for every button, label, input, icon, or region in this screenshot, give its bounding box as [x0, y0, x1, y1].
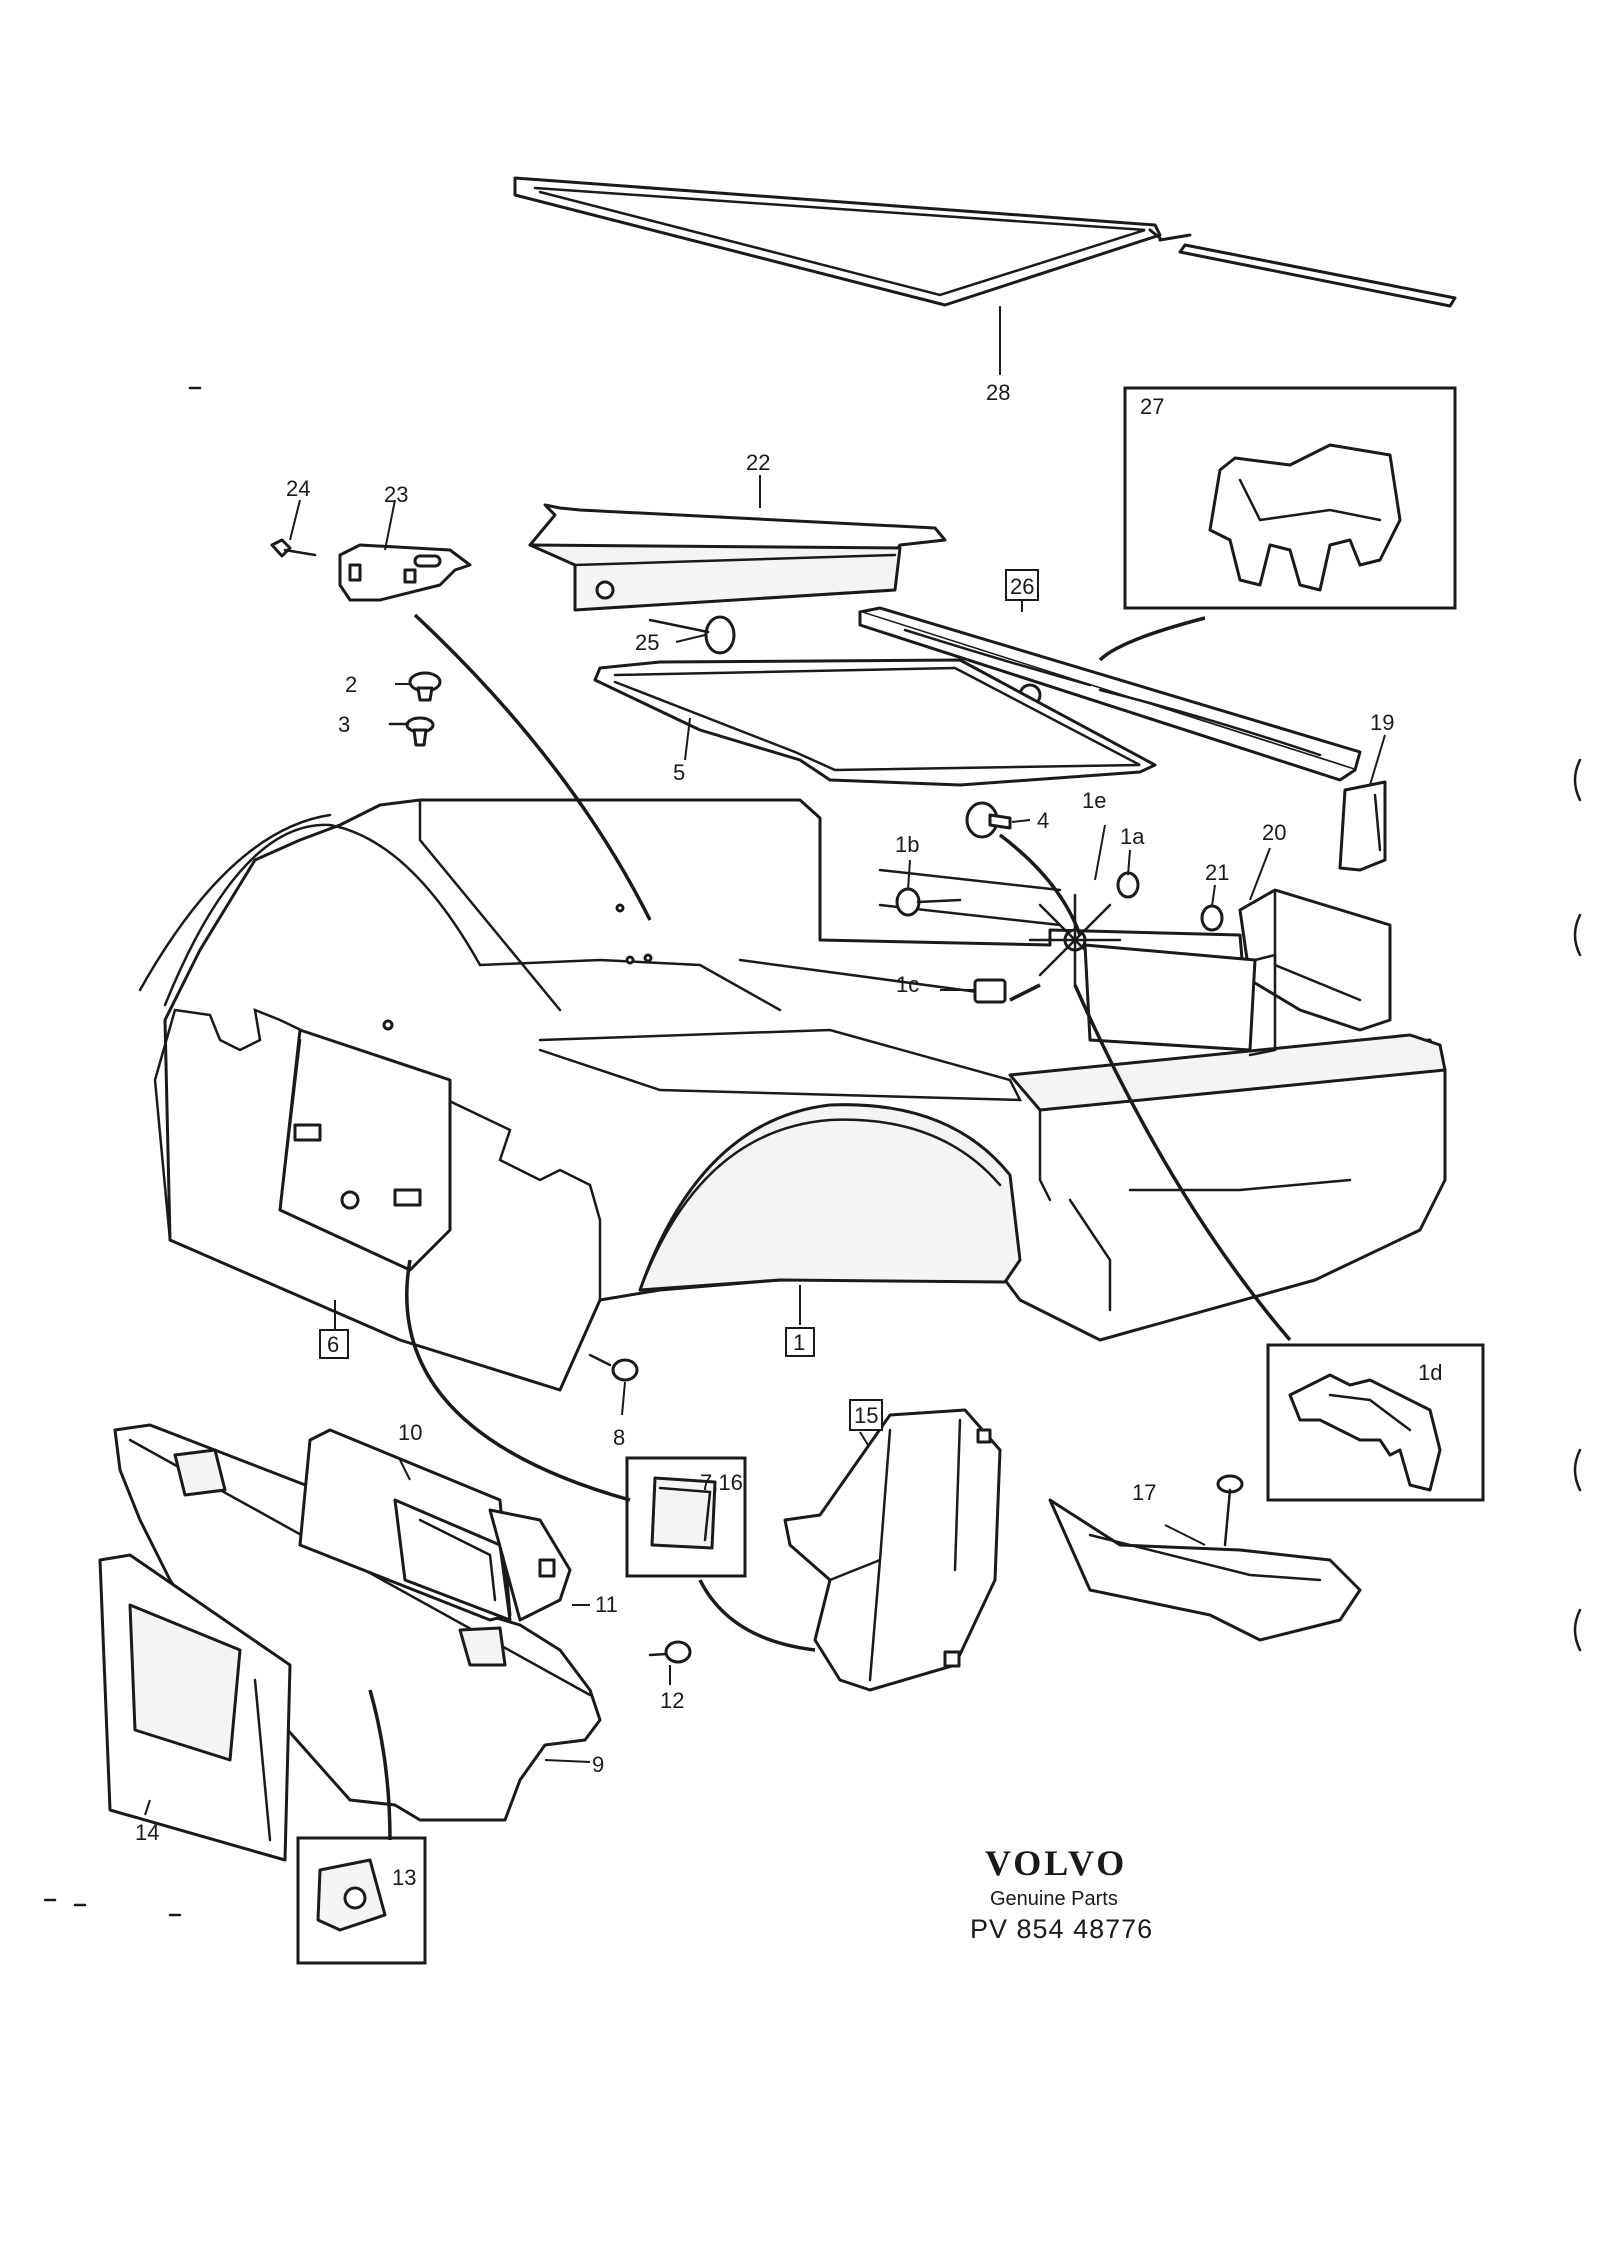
part-2-clip[interactable]	[408, 671, 442, 702]
callout-7-16: 7,16	[700, 1470, 743, 1495]
callout-8: 8	[613, 1425, 625, 1450]
detail-box-27[interactable]	[1123, 386, 1457, 610]
part-1-trunk-lining[interactable]	[138, 798, 1447, 1392]
callout-24: 24	[286, 476, 310, 501]
part-5-mat[interactable]	[593, 658, 1157, 787]
callout-1d: 1d	[1418, 1360, 1442, 1385]
part-28-seal-frame[interactable]	[513, 176, 1457, 375]
callout-1e: 1e	[1082, 788, 1106, 813]
callout-28: 28	[986, 380, 1010, 405]
detail-box-13[interactable]	[296, 1836, 427, 1965]
callout-5: 5	[673, 760, 685, 785]
callout-9: 9	[592, 1752, 604, 1777]
part-3-clip[interactable]	[388, 716, 435, 747]
callout-25: 25	[635, 630, 659, 655]
callout-19: 19	[1370, 710, 1394, 735]
callout-27: 27	[1140, 394, 1164, 419]
callout-6: 6	[327, 1332, 339, 1357]
part-14-frame[interactable]	[98, 1553, 292, 1862]
part-17-bracket[interactable]	[1048, 1474, 1362, 1642]
callout-1a: 1a	[1120, 824, 1145, 849]
callout-10: 10	[398, 1420, 422, 1445]
callout-20: 20	[1262, 820, 1286, 845]
part-8-clip[interactable]	[588, 1353, 639, 1382]
callout-13: 13	[392, 1865, 416, 1890]
assembly-arrows	[368, 613, 1292, 1841]
callout-1: 1	[793, 1330, 805, 1355]
callout-12: 12	[660, 1688, 684, 1713]
callout-14: 14	[135, 1820, 159, 1845]
callout-23: 23	[384, 482, 408, 507]
callout-22: 22	[746, 450, 770, 475]
part-26-trim-strip[interactable]	[858, 606, 1362, 782]
scan-marks	[43, 386, 1582, 1917]
detail-box-7-16[interactable]	[625, 1456, 747, 1578]
part-15-side-panel[interactable]	[783, 1408, 1002, 1692]
part-25-screw[interactable]	[648, 615, 736, 655]
callout-1b: 1b	[895, 832, 919, 857]
callout-21: 21	[1205, 860, 1229, 885]
callout-2: 2	[345, 672, 357, 697]
callout-11: 11	[595, 1592, 618, 1617]
footer-brand: VOLVO Genuine Parts PV 854 48776	[970, 1843, 1153, 1944]
brand-subtitle: Genuine Parts	[990, 1888, 1118, 1910]
callout-1c: 1c	[896, 972, 919, 997]
part-11-frame[interactable]	[393, 1498, 572, 1622]
callout-3: 3	[338, 712, 350, 737]
part-number: PV 854 48776	[970, 1914, 1153, 1944]
brand-logo: VOLVO	[985, 1843, 1127, 1883]
callout-4: 4	[1037, 808, 1049, 833]
callout-26: 26	[1010, 574, 1034, 599]
part-20-side-trim[interactable]	[1238, 888, 1392, 1032]
part-23-bracket[interactable]	[338, 543, 472, 602]
part-1c-clip[interactable]	[973, 978, 1007, 1004]
part-6-plate[interactable]	[278, 1028, 452, 1272]
callout-15: 15	[854, 1403, 878, 1428]
part-4-knob[interactable]	[965, 801, 1012, 839]
part-21-washer[interactable]	[1200, 904, 1224, 932]
part-12-screw[interactable]	[648, 1640, 692, 1664]
callout-17: 17	[1132, 1480, 1156, 1505]
callouts: 28 27 22 24 23 26 25 2 3 5 19 1e 4 1b 1a…	[135, 380, 1442, 1890]
part-19-end-cap[interactable]	[1338, 780, 1387, 872]
part-24-screw[interactable]	[270, 538, 317, 558]
detail-box-1d[interactable]	[1266, 1343, 1485, 1502]
part-1a-washer[interactable]	[1116, 871, 1140, 899]
part-22-upper-panel[interactable]	[528, 503, 947, 612]
